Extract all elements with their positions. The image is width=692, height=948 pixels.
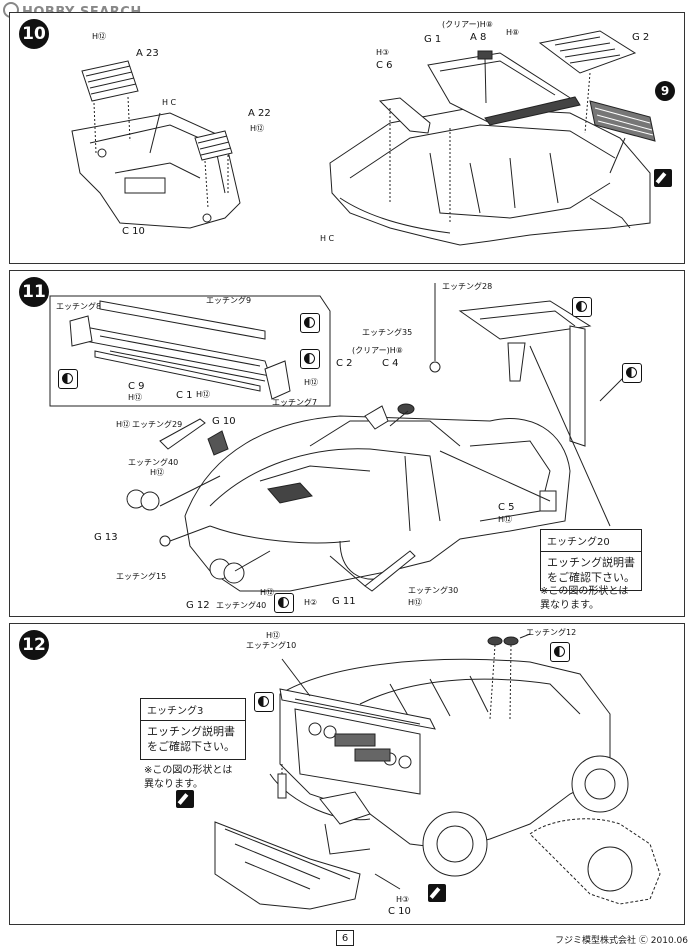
step11-label-c5-h12: H⑫ bbox=[498, 515, 513, 524]
step11-label-g12: G 12 bbox=[186, 600, 210, 611]
step11-shape-note: ※この図の形状とは 異なります。 bbox=[540, 586, 629, 611]
step11-label-etch40b: エッチング40 bbox=[216, 601, 267, 610]
step10-label-h12a: H⑫ bbox=[92, 32, 107, 41]
step11-label-g13: G 13 bbox=[94, 532, 118, 543]
step11-note-header: エッチング20 bbox=[541, 530, 641, 552]
step11-label-etch7: エッチング7 bbox=[272, 398, 318, 407]
step11-label-etch35: エッチング35 bbox=[362, 328, 413, 337]
step11-label-g11: G 11 bbox=[332, 596, 356, 607]
page-number: 6 bbox=[336, 930, 354, 946]
paint-icon-step11-a bbox=[58, 369, 78, 389]
step10-label-h8b: H⑧ bbox=[506, 28, 520, 37]
step10-label-h12b: H⑫ bbox=[250, 124, 265, 133]
step11-label-c9-h12: H⑫ bbox=[128, 393, 143, 402]
step11-label-etch28: エッチング28 bbox=[442, 282, 493, 291]
step10-label-hc-a: H C bbox=[162, 98, 177, 107]
step-12-drawing bbox=[214, 633, 661, 910]
paint-icon-step11-d bbox=[572, 297, 592, 317]
glue-brush-icon-step12-b bbox=[428, 884, 446, 902]
step10-label-hc-b: H C bbox=[320, 234, 335, 243]
glue-brush-icon-step12-a bbox=[176, 790, 194, 808]
step11-note-body: エッチング説明書 をご確認下さい。 bbox=[547, 556, 635, 584]
step-10-number: 10 bbox=[19, 19, 49, 49]
step11-label-g10: G 10 bbox=[212, 416, 236, 427]
glue-brush-icon bbox=[654, 169, 672, 187]
step10-label-a8: A 8 bbox=[470, 32, 487, 43]
step-12-number: 12 bbox=[19, 630, 49, 660]
paint-icon-step12-a bbox=[550, 642, 570, 662]
etch-ref-9-badge: 9 bbox=[655, 81, 675, 101]
step10-label-h3: H③ bbox=[376, 48, 390, 57]
step12-shape-note: ※この図の形状とは 異なります。 bbox=[144, 765, 233, 790]
step11-label-c9: C 9 bbox=[128, 381, 145, 392]
step11-label-h12g: H⑫ bbox=[116, 420, 131, 429]
step11-label-c1-h12: H⑫ bbox=[196, 390, 211, 399]
step11-label-c1: C 1 bbox=[176, 390, 193, 401]
step11-label-h12-40: H⑫ bbox=[150, 468, 165, 477]
step12-etching-note-box: エッチング3 エッチング説明書 をご確認下さい。 bbox=[140, 698, 246, 760]
step12-label-h3: H③ bbox=[396, 895, 410, 904]
step11-label-etch9: エッチング9 bbox=[206, 296, 252, 305]
step11-label-h12-40b: H⑫ bbox=[260, 588, 275, 597]
step-11-panel: 11 bbox=[9, 270, 685, 617]
step-12-panel: 12 H⑫ エッ bbox=[9, 623, 685, 925]
paint-icon-step11-b bbox=[300, 313, 320, 333]
step10-label-g2: G 2 bbox=[632, 32, 650, 43]
step11-label-c2: C 2 bbox=[336, 358, 353, 369]
step11-label-c4: C 4 bbox=[382, 358, 399, 369]
step10-label-c10: C 10 bbox=[122, 226, 145, 237]
step12-label-c10: C 10 bbox=[388, 906, 411, 917]
paint-icon-step12-b bbox=[254, 692, 274, 712]
step12-label-etch12: エッチング12 bbox=[526, 628, 577, 637]
step10-label-g1: G 1 bbox=[424, 34, 442, 45]
step12-label-h12: H⑫ bbox=[266, 631, 281, 640]
step11-label-etch8: エッチング8 bbox=[56, 302, 102, 311]
step11-label-h8-clear: (クリアー)H⑧ bbox=[352, 346, 403, 355]
step10-label-c6: C 6 bbox=[376, 60, 393, 71]
step12-note-body: エッチング説明書 をご確認下さい。 bbox=[147, 725, 235, 753]
step11-label-h12-30: H⑫ bbox=[408, 598, 423, 607]
step-10-panel: 10 bbox=[9, 12, 685, 264]
step10-label-a22: A 22 bbox=[248, 108, 271, 119]
step-10-drawing bbox=[71, 30, 656, 246]
step11-etching-note-box: エッチング20 エッチング説明書 をご確認下さい。 bbox=[540, 529, 642, 591]
step12-label-etch10: エッチング10 bbox=[246, 641, 297, 650]
step-11-drawing bbox=[49, 283, 631, 592]
step12-note-header: エッチング3 bbox=[141, 699, 245, 721]
paint-icon-step11-c bbox=[300, 349, 320, 369]
step10-label-a23: A 23 bbox=[136, 48, 159, 59]
step11-label-etch15: エッチング15 bbox=[116, 572, 167, 581]
paint-icon-step11-e bbox=[622, 363, 642, 383]
paint-icon-step11-f bbox=[274, 593, 294, 613]
step-11-number: 11 bbox=[19, 277, 49, 307]
step11-label-etch40a: エッチング40 bbox=[128, 458, 179, 467]
step11-label-h12r: H⑫ bbox=[304, 378, 319, 387]
step11-label-c5: C 5 bbox=[498, 502, 515, 513]
step11-label-etch29: エッチング29 bbox=[132, 420, 183, 429]
step10-label-h8-clear: (クリアー)H⑧ bbox=[442, 20, 493, 29]
step11-label-etch30: エッチング30 bbox=[408, 586, 459, 595]
step11-label-h2: H② bbox=[304, 598, 318, 607]
copyright: フジミ模型株式会社 Ⓒ 2010.06 bbox=[555, 936, 688, 946]
